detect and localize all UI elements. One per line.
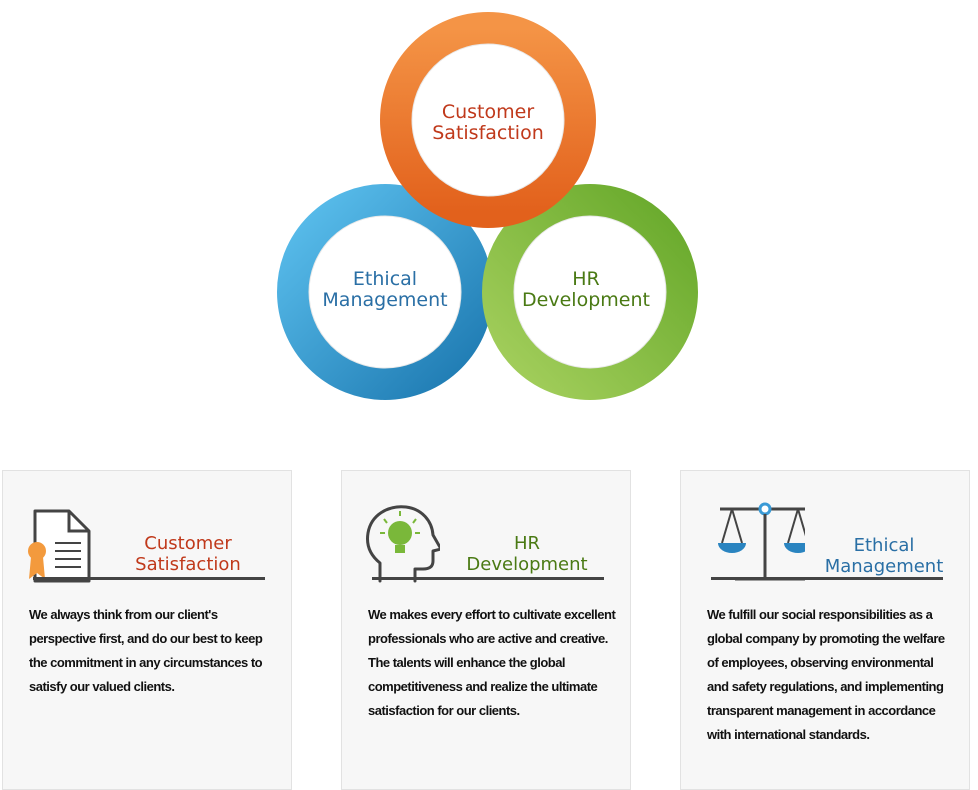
- ring-label-hr: HR Development: [522, 268, 650, 311]
- divider: [711, 577, 943, 580]
- customer-ring: [380, 12, 596, 228]
- card-ethical-management: Ethical Management We fulfill our social…: [680, 470, 970, 790]
- divider: [33, 577, 265, 580]
- card-description: We makes every effort to cultivate excel…: [368, 607, 616, 718]
- hr-ring: [482, 184, 698, 400]
- three-ring-diagram: [277, 12, 698, 400]
- card-title: Customer Satisfaction: [135, 533, 241, 575]
- card-description: We always think from our client's perspe…: [29, 607, 263, 694]
- ring-label-customer: Customer Satisfaction: [432, 101, 544, 144]
- card-description: We fulfill our social responsibilities a…: [707, 607, 945, 742]
- head-lightbulb-icon: [366, 505, 440, 583]
- card-hr-development: HR Development We makes every effort to …: [341, 470, 631, 790]
- divider: [372, 577, 604, 580]
- card-title: HR Development: [466, 533, 588, 575]
- ethical-ring: [277, 184, 493, 400]
- card-customer-satisfaction: Customer Satisfaction We always think fr…: [2, 470, 292, 790]
- ring-label-ethical: Ethical Management: [322, 268, 448, 311]
- card-title: Ethical Management: [824, 535, 944, 577]
- balance-scale-icon: [718, 502, 805, 581]
- certificate-icon: [28, 509, 91, 583]
